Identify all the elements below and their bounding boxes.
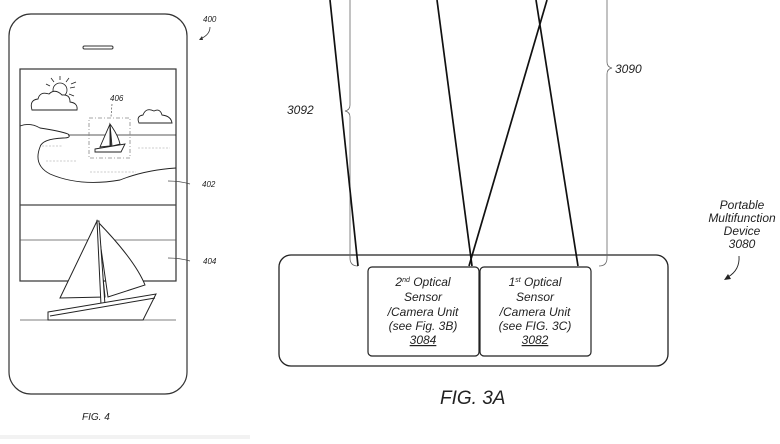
zoom-region-ref: 406 [110,94,124,103]
light-rays [329,0,579,267]
cloud-right-icon [137,109,173,124]
small-sailboat-icon [94,122,126,153]
speaker-slot [82,45,114,50]
second-sensor-suffix: nd [402,277,411,284]
first-sensor-ordinal: 1 [509,275,516,289]
second-sensor-box [367,266,480,357]
first-sensor-suffix: st [515,277,522,284]
large-sailboat-icon [47,219,157,321]
left-bracket-ref: 3092 [287,103,314,117]
first-sensor-label: 1st Optical Sensor /Camera Unit (see FIG… [499,275,572,347]
shoreline [19,123,177,183]
second-sensor-ordinal: 2 [394,275,402,289]
svg-text:2nd Optical: 2nd Optical [394,275,451,289]
top-view-scene [19,76,177,183]
right-bracket [598,0,613,267]
second-sensor-ref: 3084 [410,333,437,347]
first-sensor-ref: 3082 [522,333,549,347]
first-sensor-line3: /Camera Unit [499,305,571,319]
figure-4-drawing: 406 402 400 404 FIG. 4 [8,13,217,423]
ray-center-cross [468,0,548,267]
right-bracket-ref: 3090 [615,62,642,76]
device-ref: 400 [203,15,217,24]
cloud-left-icon [30,90,78,111]
ray-left-outer [329,0,359,267]
zoom-region-leader [110,103,113,118]
figure-3a-caption: FIG. 3A [440,388,505,409]
bottom-view-ref: 404 [203,257,217,266]
device-label-line3: Device [724,224,761,238]
first-sensor-title: Optical [521,275,562,289]
first-sensor-box [479,266,592,357]
ray-center-left [436,0,473,267]
second-sensor-title: Optical [410,275,451,289]
second-sensor-line2: Sensor [404,290,443,304]
zoom-region-box [88,117,131,159]
first-sensor-line4: (see FIG. 3C) [499,319,572,333]
figure-3a-drawing: 3092 3090 2nd Optical Sensor /Camera Uni… [278,0,776,409]
device-label-line2: Multifunction [708,211,776,225]
device-body [278,254,669,367]
left-bracket [344,0,359,267]
figure-4-caption: FIG. 4 [82,412,110,423]
device-ref-arrowhead [199,36,203,40]
device-label-arrow [727,255,740,278]
device-label-line1: Portable [720,198,765,212]
device-label-ref: 3080 [729,237,756,251]
phone-outline [8,13,188,395]
second-sensor-line4: (see Fig. 3B) [389,319,458,333]
water-ripples [42,145,170,173]
figure-3a-panel: 3092 3090 2nd Optical Sensor /Camera Uni… [250,0,780,439]
ray-right-outer [535,0,579,267]
device-label: Portable Multifunction Device 3080 [708,198,776,251]
bottom-view-leader [167,257,191,262]
second-sensor-line3: /Camera Unit [387,305,459,319]
second-sensor-label: 2nd Optical Sensor /Camera Unit (see Fig… [387,275,459,347]
device-label-arrowhead [724,274,731,280]
first-sensor-line2: Sensor [516,290,555,304]
top-view-ref: 402 [202,180,216,189]
figure-4-panel: 406 402 400 404 FIG. 4 [0,0,250,439]
bottom-view-scene [20,219,176,321]
top-view-leader [167,180,191,185]
svg-text:1st Optical: 1st Optical [509,275,562,289]
bottom-strip [0,435,250,439]
